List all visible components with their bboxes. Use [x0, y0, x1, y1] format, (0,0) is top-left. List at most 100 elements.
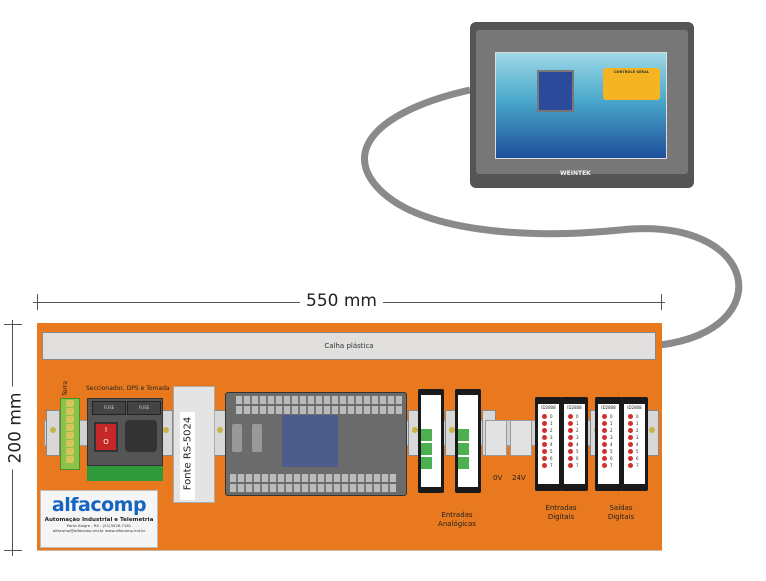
- channel-led: [568, 463, 573, 468]
- channel-led: [602, 449, 607, 454]
- channel-number: 5: [550, 449, 553, 454]
- ground-bar: [60, 398, 80, 470]
- terra-label: Terra: [61, 381, 69, 396]
- channel-led: [628, 421, 633, 426]
- seccionador-label: Seccionador, DPS e Tomada: [86, 385, 170, 392]
- channel-number: 1: [576, 421, 579, 426]
- module-title: ID2808: [567, 405, 582, 410]
- channel-number: 4: [610, 442, 613, 447]
- company-logo: alfacomp Automação Industrial e Telemetr…: [40, 490, 158, 548]
- channel-number: 7: [610, 463, 613, 468]
- logo-contact: alfacomp@alfacomp.ind.br www.alfacomp.in…: [52, 528, 146, 533]
- channel-led: [628, 428, 633, 433]
- terminal-block-0v: [485, 420, 507, 456]
- terminal-block: [87, 466, 163, 481]
- channel-number: 6: [636, 456, 639, 461]
- channel-number: 5: [636, 449, 639, 454]
- channel-number: 3: [636, 435, 639, 440]
- channel-led: [628, 449, 633, 454]
- height-dimension-tick-top: [4, 324, 22, 325]
- channel-number: 5: [610, 449, 613, 454]
- channel-number: 0: [610, 414, 613, 419]
- channel-led: [568, 428, 573, 433]
- control-box-title: CONTROLE GERAL: [613, 70, 650, 74]
- module-title: ID2808: [627, 405, 642, 410]
- channel-led: [602, 421, 607, 426]
- height-dimension-tick-bottom: [4, 550, 22, 551]
- channel-number: 2: [636, 428, 639, 433]
- power-supply-label: Fonte RS-5024: [182, 416, 194, 491]
- channel-led: [542, 435, 547, 440]
- channel-led: [602, 456, 607, 461]
- channel-number: 3: [576, 435, 579, 440]
- digital-inputs-label: Entradas Digitais: [545, 504, 577, 521]
- analog-inputs-label: Entradas Analógicas: [438, 511, 476, 528]
- channel-led: [602, 463, 607, 468]
- channel-number: 4: [576, 442, 579, 447]
- logo-tagline: Automação Industrial e Telemetria: [44, 517, 154, 523]
- switch-off-symbol: O: [103, 438, 109, 446]
- channel-led: [628, 435, 633, 440]
- width-dimension-tick-right: [661, 294, 662, 310]
- channel-led: [542, 463, 547, 468]
- end-clamp: [46, 410, 60, 456]
- channel-number: 6: [610, 456, 613, 461]
- digital-outputs-label: Saídas Digitais: [607, 504, 635, 521]
- channel-number: 2: [550, 428, 553, 433]
- voltage-label-0v: 0V: [493, 474, 503, 482]
- power-supply-label-plate: Fonte RS-5024: [180, 412, 195, 500]
- cable-duct-label: Calha plástica: [324, 342, 374, 350]
- analog-input-module: [418, 389, 444, 493]
- control-panel-box: CONTROLE GERAL: [603, 68, 660, 100]
- channel-led: [542, 442, 547, 447]
- channel-number: 6: [550, 456, 553, 461]
- channel-led: [568, 449, 573, 454]
- digital-input-module: ID2808 0 1 2 3 4 5 6 7: [535, 397, 562, 491]
- plc-terminal-row-top: [236, 396, 402, 404]
- channel-led: [628, 463, 633, 468]
- serial-port-icon: [232, 424, 242, 452]
- module-title: ID2808: [541, 405, 556, 410]
- channel-number: 4: [636, 442, 639, 447]
- channel-number: 3: [610, 435, 613, 440]
- channel-number: 3: [550, 435, 553, 440]
- channel-number: 0: [550, 414, 553, 419]
- module-title: ID2808: [601, 405, 616, 410]
- tank-graphic: [537, 70, 574, 112]
- plc-terminal-row-top: [236, 406, 402, 414]
- voltage-label-24v: 24V: [512, 474, 526, 482]
- channel-led: [628, 414, 633, 419]
- channel-led: [542, 449, 547, 454]
- channel-number: 2: [610, 428, 613, 433]
- terminal-block-24v: [510, 420, 532, 456]
- plc-terminal-row-bottom: [230, 484, 396, 492]
- channel-led: [542, 414, 547, 419]
- switch-on-symbol: I: [104, 426, 108, 434]
- width-dimension-tick-left: [37, 294, 38, 310]
- serial-port-icon: [252, 424, 262, 452]
- channel-number: 1: [550, 421, 553, 426]
- fuse-holder: FUSE: [127, 401, 161, 415]
- analog-input-module: [455, 389, 481, 493]
- plc-status-panel: [282, 415, 338, 467]
- logo-brand: alfacomp: [51, 494, 147, 516]
- channel-led: [602, 435, 607, 440]
- channel-number: 4: [550, 442, 553, 447]
- channel-led: [602, 428, 607, 433]
- channel-number: 7: [576, 463, 579, 468]
- channel-led: [568, 442, 573, 447]
- channel-led: [602, 414, 607, 419]
- channel-number: 7: [636, 463, 639, 468]
- channel-number: 1: [636, 421, 639, 426]
- channel-led: [568, 414, 573, 419]
- logo-address: Porto Alegre - RS - (51)3026-7161: [66, 523, 132, 528]
- channel-number: 7: [550, 463, 553, 468]
- channel-number: 5: [576, 449, 579, 454]
- channel-number: 6: [576, 456, 579, 461]
- plc-terminal-row-bottom: [230, 474, 396, 482]
- channel-led: [542, 456, 547, 461]
